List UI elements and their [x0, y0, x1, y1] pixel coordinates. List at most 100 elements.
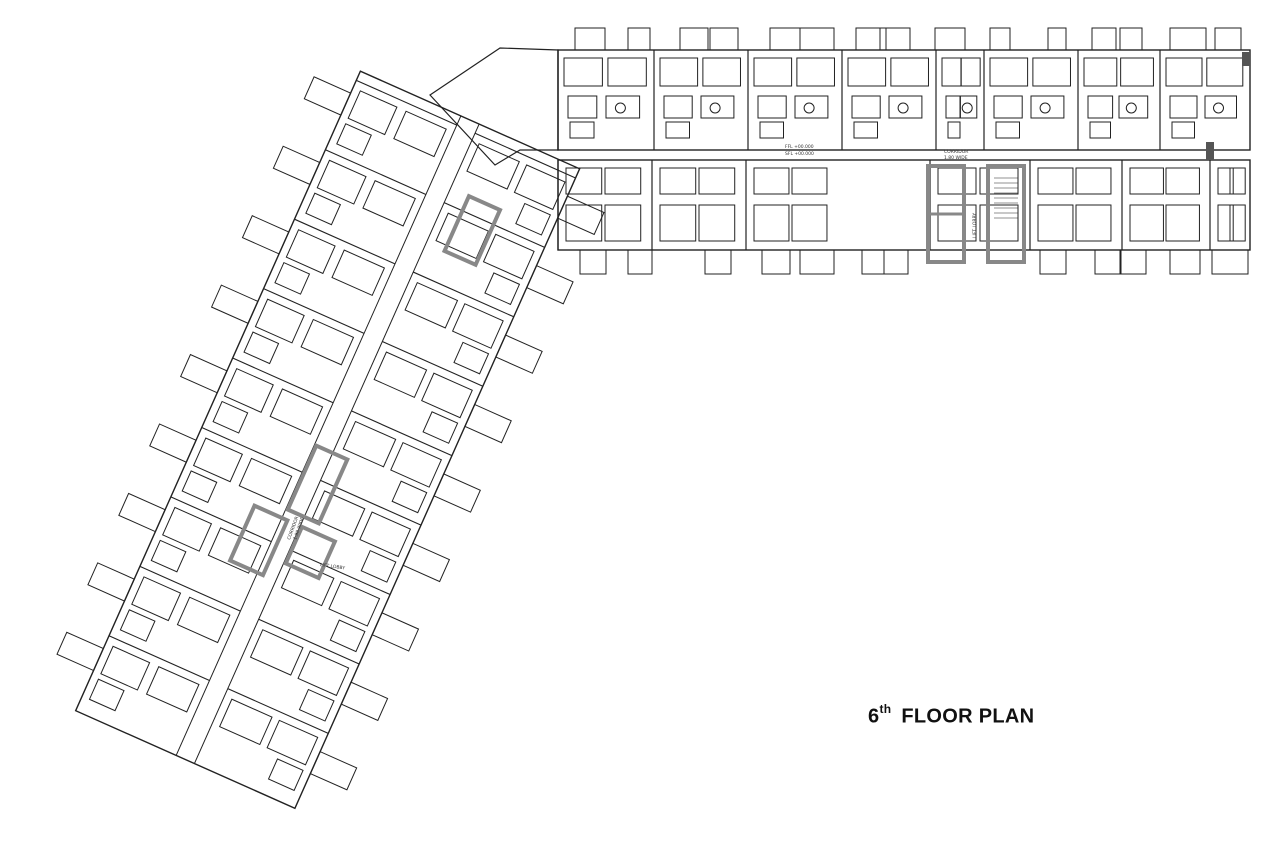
living: [328, 580, 381, 627]
bedroom: [659, 57, 699, 87]
living: [359, 511, 412, 558]
dining-table: [1039, 102, 1051, 114]
living: [605, 95, 641, 119]
east-balcony: [309, 750, 358, 791]
bedroom: [342, 420, 397, 468]
unit-partition: [474, 132, 576, 179]
bedroom: [698, 167, 736, 195]
bedroom: [659, 167, 697, 195]
living: [145, 666, 200, 713]
living: [659, 204, 697, 242]
south-balcony: [579, 249, 607, 275]
south-balcony: [704, 249, 732, 275]
bathroom: [267, 758, 304, 792]
bedroom: [1165, 57, 1203, 87]
bathroom: [484, 272, 521, 306]
title-text: FLOOR PLAN: [901, 705, 1035, 728]
south-balcony: [1039, 249, 1067, 275]
unit-partition: [294, 218, 396, 265]
bedroom: [316, 159, 367, 205]
bedroom: [373, 351, 428, 399]
bedroom: [1229, 167, 1246, 195]
corridor-wing-wall-west: [175, 115, 462, 756]
living: [331, 249, 386, 297]
bathroom: [665, 121, 690, 139]
unit-partition: [258, 618, 360, 665]
bathroom: [391, 480, 428, 514]
diagonal-wing: [56, 70, 605, 810]
bathroom: [212, 400, 249, 434]
east-balcony: [402, 542, 451, 583]
north-balcony: [574, 27, 606, 51]
bedroom: [702, 57, 741, 87]
bedroom: [162, 506, 213, 552]
north-balcony: [1047, 27, 1067, 51]
bathroom: [947, 121, 961, 139]
bedroom: [1229, 204, 1246, 242]
bathroom: [759, 121, 784, 139]
living: [297, 650, 350, 697]
end-wall: [1206, 142, 1214, 160]
dining-table: [803, 102, 815, 114]
east-balcony: [495, 334, 543, 374]
living: [513, 164, 566, 211]
service-core-wing: [283, 524, 338, 581]
unit-partition: [325, 149, 427, 195]
kitchen: [663, 95, 693, 119]
bathroom: [181, 470, 218, 504]
bedroom: [1206, 57, 1244, 87]
kitchen: [1087, 95, 1114, 119]
bathroom: [360, 549, 397, 583]
bedroom: [796, 57, 835, 87]
stair-core-wing: [227, 503, 291, 578]
dining-table: [1125, 102, 1137, 114]
living: [1037, 204, 1074, 242]
living: [1129, 204, 1164, 242]
south-balcony: [883, 249, 909, 275]
kitchen: [993, 95, 1023, 119]
bedroom: [249, 629, 304, 676]
east-balcony: [371, 612, 420, 652]
north-balcony: [1119, 27, 1143, 51]
top-wing-north-block: [557, 49, 1251, 151]
bathroom: [453, 341, 490, 375]
unit-partition: [289, 549, 391, 596]
west-balcony: [303, 76, 352, 116]
cores: [926, 52, 1250, 264]
bathroom: [515, 202, 552, 236]
bathroom: [336, 123, 372, 156]
bathroom: [298, 688, 335, 722]
unit-partition: [232, 357, 334, 404]
bedroom: [1120, 57, 1154, 87]
bedroom: [1165, 167, 1200, 195]
west-balcony: [149, 423, 197, 463]
living: [238, 457, 293, 505]
bathroom: [243, 331, 280, 365]
south-balcony: [627, 249, 653, 275]
bathroom: [274, 261, 311, 295]
kitchen: [567, 95, 598, 119]
unit-partition: [263, 288, 365, 334]
top-wing: [429, 27, 1251, 275]
south-balcony: [1094, 249, 1122, 275]
living: [794, 95, 829, 119]
bedroom: [565, 167, 603, 195]
bedroom: [607, 57, 647, 87]
bedroom: [218, 698, 273, 746]
bedroom: [960, 57, 981, 87]
unit-partition: [351, 410, 453, 457]
east-balcony: [557, 195, 605, 236]
bathroom: [422, 411, 459, 444]
east-balcony: [464, 403, 512, 444]
bathroom: [305, 192, 342, 226]
east-balcony: [526, 264, 574, 305]
bathroom: [150, 539, 187, 573]
living: [700, 95, 735, 119]
bedroom: [254, 298, 305, 344]
north-balcony: [799, 27, 835, 51]
unit-partition: [108, 635, 210, 682]
west-balcony: [241, 215, 290, 255]
corridor-top-label: CORRIDOR: [944, 149, 968, 155]
